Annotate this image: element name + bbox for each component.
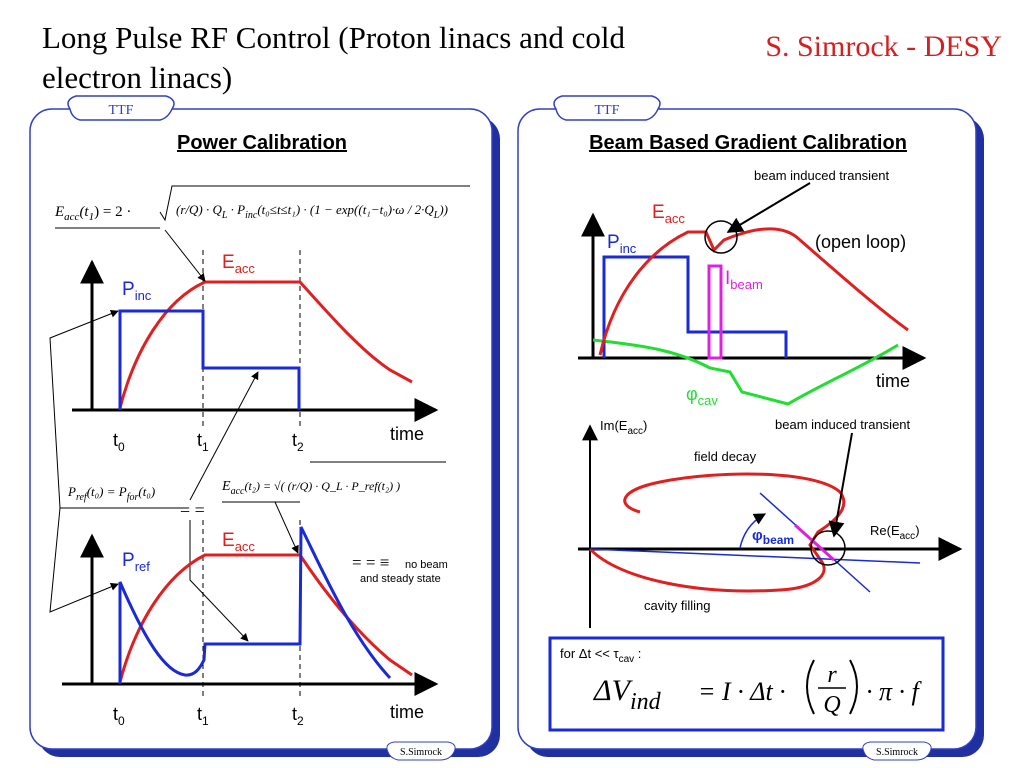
rtop-eacc-curve <box>598 227 909 356</box>
left-heading: Power Calibration <box>177 132 347 154</box>
rbot-transient-circle <box>810 530 846 566</box>
rtop-eacc-label: Eacc <box>652 202 685 226</box>
bottom-tick-t1: t1 <box>197 704 209 728</box>
eq-to-top-arrow <box>189 371 259 501</box>
top-xlabel: time <box>390 424 424 444</box>
bottom-tick-t2: t2 <box>292 704 304 728</box>
left-panel: TTF Power Calibration Eacc(t1) = 2 · (r/… <box>29 95 500 761</box>
slide-author: S. Simrock - DESY <box>765 30 1002 63</box>
legend-line2: and steady state <box>360 573 441 585</box>
rbot-field-decay: field decay <box>694 449 757 464</box>
rtop-transient-arrow <box>726 182 811 233</box>
formula-tail: · π · f <box>866 677 923 706</box>
right-tab-label: TTF <box>595 103 620 118</box>
svg-text:Pref(t₀) = Pfor(t₀): Pref(t₀) = Pfor(t₀) <box>67 484 155 503</box>
top-pinc-label: Pinc <box>122 279 152 303</box>
rbot-annotation: beam induced transient <box>775 417 911 432</box>
eq-to-bottom-arrow <box>189 520 249 642</box>
rtop-xlabel: time <box>876 371 910 391</box>
right-heading: Beam Based Gradient Calibration <box>589 132 907 154</box>
formula-top-lhs: Eacc(t1) = 2 · <box>54 204 131 223</box>
rtop-phi-curve <box>592 338 899 406</box>
formula-top-body: (r/Q) · QL · Pinc(t₀≤t≤t₁) · (1 − exp((t… <box>176 202 448 221</box>
ref-to-pinc-arrow <box>49 309 119 509</box>
rbot-phi-label: φbeam <box>752 527 794 547</box>
bottom-eacc-label: Eacc <box>222 530 255 554</box>
rbot-phi-arc <box>739 513 767 549</box>
left-footer-label: S.Simrock <box>400 747 442 758</box>
rbot-xlabel: Re(Eacc) <box>870 523 920 542</box>
rtop-annotation: beam induced transient <box>754 168 890 183</box>
formula-paren-right <box>849 659 858 715</box>
formula-condition: for Δt << τcav : <box>560 646 641 665</box>
slide-title: Long Pulse RF Control (Proton linacs and… <box>42 20 625 95</box>
rbot-ylabel: Im(Eacc) <box>600 418 647 437</box>
formula-lhs: ΔVind <box>593 674 662 715</box>
rtop-ibeam-pulse <box>707 264 723 360</box>
right-panel: TTF Beam Based Gradient Calibration beam… <box>517 95 984 761</box>
bottom-xlabel: time <box>390 702 424 722</box>
left-footer-tab <box>386 741 456 761</box>
left-tab <box>67 95 175 121</box>
left-tab-label: TTF <box>109 103 134 118</box>
left-formula-top: Eacc(t1) = 2 · (r/Q) · QL · Pinc(t₀≤t≤t₁… <box>54 185 470 229</box>
left-eq-mark: = = <box>180 500 205 520</box>
top-tick-t2: t2 <box>292 430 304 454</box>
right-formula-box: for Δt << τcav : ΔVind = I · Δt · r Q · … <box>548 636 945 732</box>
right-panel-frame <box>517 108 977 750</box>
rtop-transient-circle <box>704 220 738 254</box>
right-footer-tab <box>862 741 932 761</box>
top-eacc-label: Eacc <box>222 252 255 276</box>
rbot-transient-arrow <box>828 432 853 538</box>
top-eacc-curve <box>118 280 413 409</box>
formula-to-eacc-arrow <box>164 229 206 282</box>
rtop-phi-label: φcav <box>686 384 718 408</box>
bottom-eacc-curve <box>118 553 413 683</box>
right-footer-label: S.Simrock <box>876 747 918 758</box>
right-tab <box>553 95 661 121</box>
rbot-ref-line <box>589 548 921 564</box>
left-top-plot: Eacc Pinc t0 t1 t2 time <box>72 229 439 454</box>
right-top-plot: beam induced transient Eacc Pinc Ibeam (… <box>578 168 927 408</box>
rtop-ibeam-label: Ibeam <box>725 268 763 292</box>
ref-to-pref-arrow <box>49 507 119 613</box>
formula-frac-den: Q <box>823 692 840 718</box>
rtop-pinc-label: Pinc <box>607 232 637 256</box>
top-tick-t1: t1 <box>197 430 209 454</box>
formula-frac-num: r <box>827 662 837 688</box>
right-bottom-plot: Im(Eacc) Re(Eacc) beam induced transient… <box>578 417 963 628</box>
formula-paren-left <box>806 659 815 715</box>
bottom-pref-label: Pref <box>122 550 150 574</box>
svg-text:Eacc(t₂) = √( (r/Q) · Q_L · P_: Eacc(t₂) = √( (r/Q) · Q_L · P_ref(t₂) ) <box>221 479 400 497</box>
top-pinc-curve <box>118 309 301 410</box>
rtop-pinc-curve <box>602 255 788 358</box>
formula-rhs: = I · Δt · <box>698 677 786 706</box>
bottom-pref-curve <box>118 526 392 684</box>
left-formula-bottom: Eacc(t₂) = √( (r/Q) · Q_L · P_ref(t₂) ) <box>221 461 446 503</box>
left-bottom-plot: Eacc Pref t0 t1 t2 time = = ≡ no beam an… <box>62 520 448 728</box>
formula-box-frame <box>548 636 945 732</box>
left-panel-frame <box>29 108 493 750</box>
bottom-tick-t0: t0 <box>113 704 125 728</box>
legend-mark: = = ≡ <box>352 553 389 572</box>
rbot-cavity-filling: cavity filling <box>644 598 710 613</box>
formula-to-t2-arrow <box>274 501 299 554</box>
rtop-open-loop: (open loop) <box>815 232 906 252</box>
legend-line1: no beam <box>405 559 448 571</box>
rbot-beam-vector <box>793 523 836 562</box>
top-tick-t0: t0 <box>113 430 125 454</box>
left-formula-ref: Pref(t₀) = Pfor(t₀) <box>60 484 188 509</box>
